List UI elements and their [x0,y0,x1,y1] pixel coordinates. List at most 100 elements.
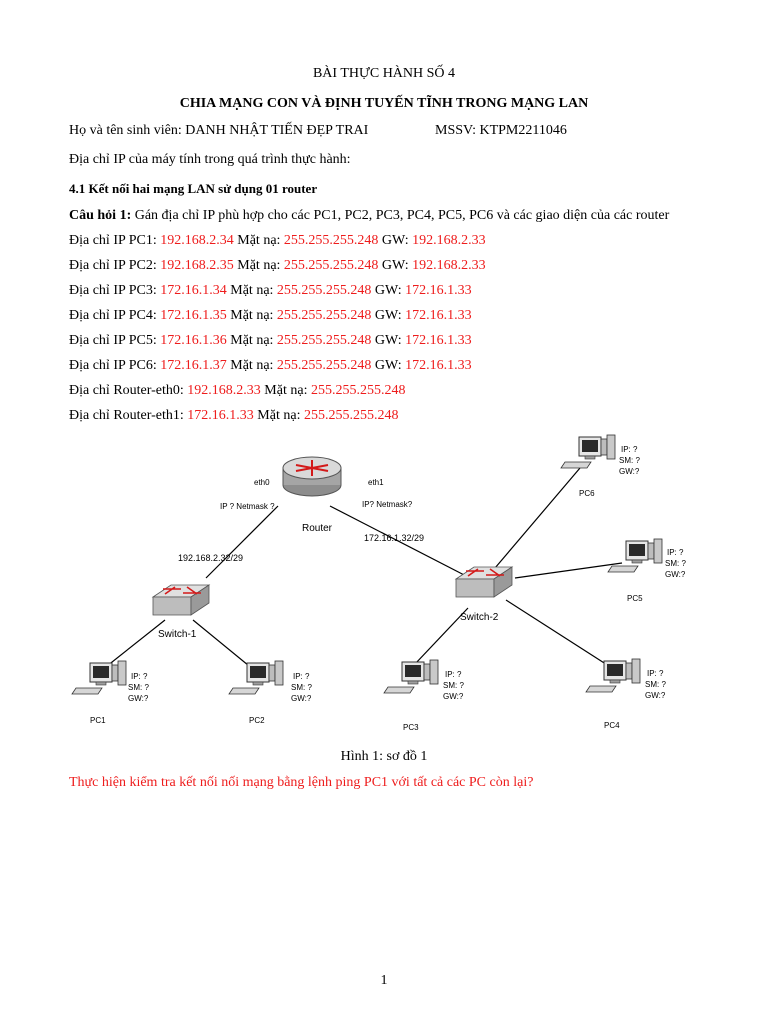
network-1-label: 192.168.2.32/29 [178,553,243,563]
pc-address-line: Địa chỉ IP PC4: 172.16.1.35 Mặt nạ: 255.… [69,308,472,324]
page-number: 1 [380,973,388,988]
mask-label: Mặt nạ: [226,308,277,323]
pc6-label: PC6 [579,489,595,498]
pc3-sm-q: SM: ? [443,681,464,690]
pc-address-line: Địa chỉ IP PC6: 172.16.1.37 Mặt nạ: 255.… [69,358,472,374]
student-id: KTPM2211046 [479,123,567,138]
task-instruction: Thực hiện kiểm tra kết nối nối mạng bằng… [69,775,534,790]
pc5-ip-q: IP: ? [667,548,684,557]
link-switch2-pc5 [514,562,623,579]
pc3-question: IP: ? SM: ? GW:? [443,670,464,701]
network-diagram: Router eth0 eth1 IP ? Netmask ? IP? Netm… [71,434,686,732]
pc1-label: PC1 [90,716,106,725]
router-mask: 255.255.255.248 [310,383,406,398]
link-router-switch1 [205,505,279,579]
pc-mask: 255.255.255.248 [276,358,372,373]
pc-mask: 255.255.255.248 [283,233,379,248]
eth0-label: eth0 [254,478,270,487]
gw-label: GW: [371,308,406,323]
pc-address-line: Địa chỉ IP PC5: 172.16.1.36 Mặt nạ: 255.… [69,333,472,349]
pc4-gw-q: GW:? [645,691,666,700]
switch-1-icon [152,584,210,616]
link-switch1-pc2 [192,619,255,671]
pc1-gw-q: GW:? [128,694,149,703]
pc-label: Địa chỉ IP PC6: [69,358,161,373]
pc-ip: 192.168.2.35 [160,258,234,273]
pc5-gw-q: GW:? [665,570,686,579]
router-ip: 172.16.1.33 [187,408,254,423]
link-switch1-pc1 [101,619,166,671]
pc-ip: 172.16.1.34 [160,283,227,298]
switch-2-icon [455,566,513,598]
mask-label: Mặt nạ: [253,408,304,423]
pc-label: Địa chỉ IP PC2: [69,258,161,273]
pc6-sm-q: SM: ? [619,456,640,465]
pc-mask: 255.255.255.248 [283,258,379,273]
mask-label: Mặt nạ: [260,383,311,398]
gw-label: GW: [371,333,406,348]
network-2-label: 172.16.1.32/29 [364,533,424,543]
pc6-ip-q: IP: ? [621,445,638,454]
pc-ip: 172.16.1.37 [160,358,227,373]
section-heading: 4.1 Kết nối hai mạng LAN sử dụng 01 rout… [69,181,318,196]
router-label-text: Địa chỉ Router-eth0: [69,383,188,398]
pc4-sm-q: SM: ? [645,680,666,689]
question-label: Câu hỏi 1: [69,208,132,223]
pc2-question: IP: ? SM: ? GW:? [291,672,312,703]
pc3-gw-q: GW:? [443,692,464,701]
switch-1-label: Switch-1 [158,629,197,640]
link-switch2-pc3 [414,607,469,665]
switch-2-label: Switch-2 [460,612,499,623]
pc2-sm-q: SM: ? [291,683,312,692]
pc3-ip-q: IP: ? [445,670,462,679]
pc-address-line: Địa chỉ IP PC2: 192.168.2.35 Mặt nạ: 255… [69,258,486,274]
pc-gateway: 172.16.1.33 [405,333,472,348]
pc-ip: 172.16.1.35 [160,308,227,323]
router-address-line: Địa chỉ Router-eth1: 172.16.1.33 Mặt nạ:… [69,408,398,424]
link-switch2-pc4 [505,599,613,669]
student-line: Họ và tên sinh viên: DANH NHẬT TIẾN ĐẸP … [69,123,368,139]
pc4-label: PC4 [604,721,620,730]
gw-label: GW: [378,233,413,248]
router-icon [282,456,342,497]
eth1-label: eth1 [368,478,384,487]
pc-address-line: Địa chỉ IP PC3: 172.16.1.34 Mặt nạ: 255.… [69,283,472,299]
pc5-icon [607,538,663,573]
doc-title: BÀI THỰC HÀNH SỐ 4 [312,66,456,81]
eth0-question: IP ? Netmask ? [220,502,275,511]
pc1-ip-q: IP: ? [131,672,148,681]
pc-gateway: 172.16.1.33 [405,283,472,298]
pc-label: Địa chỉ IP PC5: [69,333,161,348]
pc4-ip-q: IP: ? [647,669,664,678]
mask-label: Mặt nạ: [226,283,277,298]
pc-gateway: 192.168.2.33 [412,258,486,273]
pc6-icon [560,434,616,469]
question-1: Câu hỏi 1: Gán địa chỉ IP phù hợp cho cá… [69,208,669,224]
pc2-gw-q: GW:? [291,694,312,703]
eth1-question: IP? Netmask? [362,500,413,509]
pc2-ip-q: IP: ? [293,672,310,681]
router-address-line: Địa chỉ Router-eth0: 192.168.2.33 Mặt nạ… [69,383,405,399]
pc-label: Địa chỉ IP PC4: [69,308,161,323]
pc-ip: 192.168.2.34 [160,233,234,248]
pc3-label: PC3 [403,723,419,732]
pc1-question: IP: ? SM: ? GW:? [128,672,149,703]
mask-label: Mặt nạ: [233,233,284,248]
pc4-icon [585,658,641,693]
ip-intro: Địa chỉ IP của máy tính trong quá trình … [69,152,351,167]
router-mask: 255.255.255.248 [303,408,399,423]
doc-subtitle: CHIA MẠNG CON VÀ ĐỊNH TUYẾN TĨNH TRONG M… [179,96,589,111]
pc-gateway: 192.168.2.33 [412,233,486,248]
pc2-icon [228,660,284,695]
pc-mask: 255.255.255.248 [276,333,372,348]
pc-gateway: 172.16.1.33 [405,308,472,323]
mask-label: Mặt nạ: [226,358,277,373]
pc1-sm-q: SM: ? [128,683,149,692]
pc1-icon [71,660,127,695]
pc-label: Địa chỉ IP PC1: [69,233,161,248]
pc3-icon [383,659,439,694]
student-id-label: MSSV: [435,123,476,138]
gw-label: GW: [371,358,406,373]
router-ip: 192.168.2.33 [187,383,261,398]
pc-address-line: Địa chỉ IP PC1: 192.168.2.34 Mặt nạ: 255… [69,233,486,249]
